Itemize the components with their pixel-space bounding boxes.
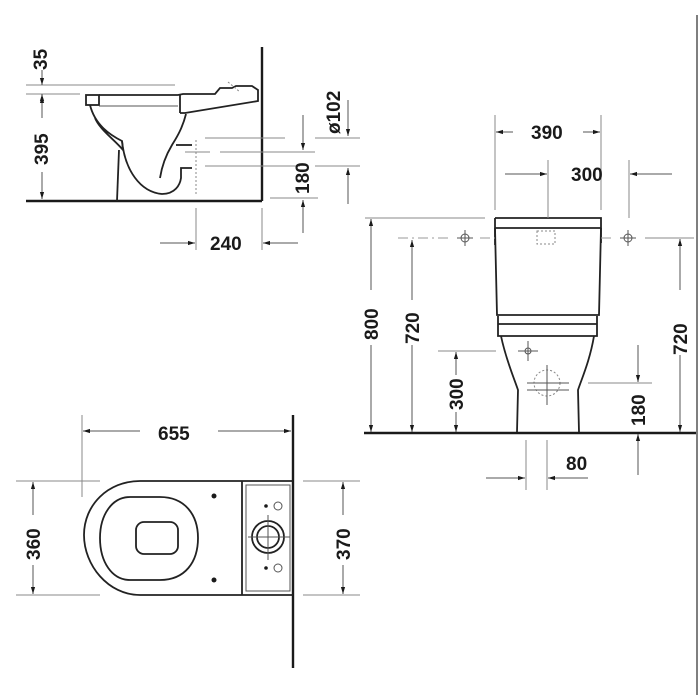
tank-body <box>494 227 602 316</box>
dim-seat-thickness: 35 <box>31 48 52 70</box>
side-view: 35 395 ø102 180 240 <box>26 47 360 255</box>
dim-bowl-fixing-height: 300 <box>447 378 468 410</box>
tank-top-outline <box>245 484 291 592</box>
bowl-trap <box>121 140 192 195</box>
dim-outlet-diameter: ø102 <box>324 91 345 134</box>
top-view: 655 360 370 <box>16 415 360 668</box>
dim-fixing-height-left: 720 <box>403 312 424 344</box>
dim-outlet-offset: 80 <box>566 454 587 475</box>
seat-hinge-front <box>85 94 100 106</box>
dim-fixing-spacing: 300 <box>571 165 603 186</box>
dim-bowl-width: 360 <box>24 528 45 560</box>
bowl-left-outline <box>500 335 519 433</box>
dim-total-depth: 655 <box>158 424 190 445</box>
bowl-front <box>89 104 125 153</box>
dim-tank-width: 390 <box>531 123 563 144</box>
tank-lid <box>495 217 602 243</box>
seat-outline <box>99 496 199 581</box>
dim-total-height: 800 <box>362 308 383 340</box>
dim-outlet-to-wall: 240 <box>210 234 242 255</box>
bowl-outline <box>83 480 242 596</box>
bowl-right-outline <box>577 335 595 433</box>
seat-hinge-pad <box>135 521 179 555</box>
dim-rim-height: 395 <box>32 133 53 165</box>
dim-tank-width-top: 370 <box>334 528 355 560</box>
dim-fixing-height-right: 720 <box>671 323 692 355</box>
pedestal-front <box>116 149 120 202</box>
front-view: 390 300 800 720 300 180 720 80 <box>362 115 696 490</box>
seat-body <box>99 85 259 114</box>
dim-outlet-height: 180 <box>293 162 314 194</box>
flush-button <box>536 230 556 245</box>
dim-front-outlet-height: 180 <box>629 394 650 426</box>
